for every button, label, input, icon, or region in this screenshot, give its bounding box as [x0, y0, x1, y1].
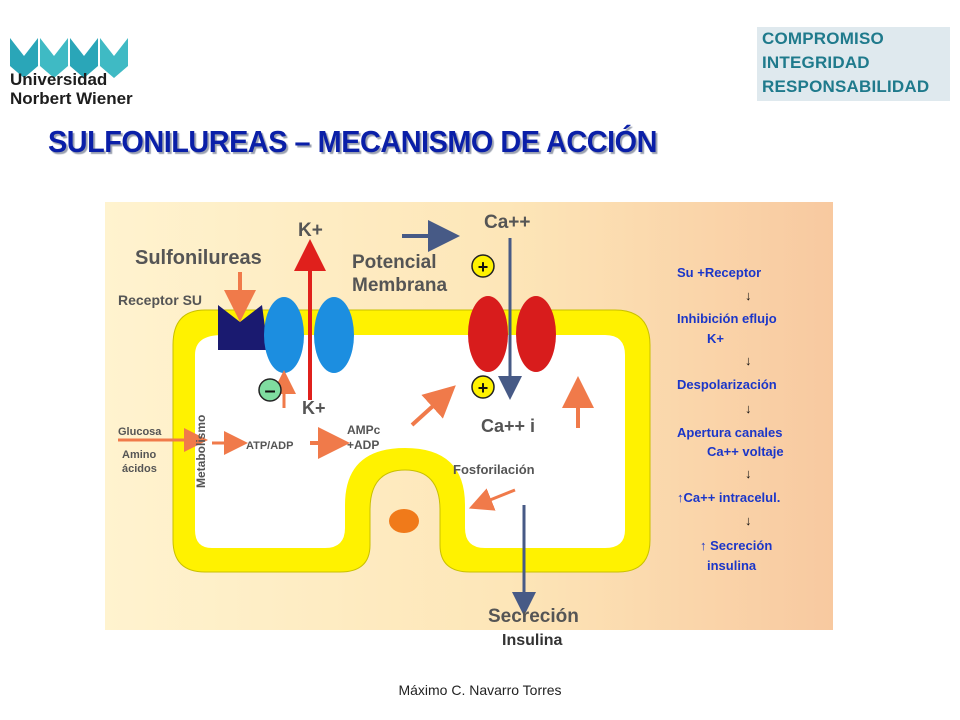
step-1: Su +Receptor: [677, 265, 761, 280]
insulin-granule: [389, 509, 419, 533]
step-5: ↑Ca++ intracelul.: [677, 490, 780, 505]
step-2b: K+: [707, 331, 724, 346]
label-ca-i: Ca++ i: [481, 416, 535, 436]
plus-text-bottom: +: [478, 378, 489, 398]
label-ampc: AMPc: [347, 423, 381, 437]
plus-text-top: +: [478, 257, 489, 277]
step-4b: Ca++ voltaje: [707, 444, 784, 459]
university-logo: [10, 38, 128, 78]
label-receptor: Receptor SU: [118, 292, 202, 308]
ca-channel-left: [468, 296, 508, 372]
label-insulina: Insulina: [502, 632, 563, 649]
diagonal-arrow: [410, 385, 456, 427]
label-atp: ATP/ADP: [246, 440, 293, 452]
values-box: COMPROMISO INTEGRIDAD RESPONSABILIDAD: [757, 27, 950, 101]
step-arrow-5: ↓: [745, 513, 752, 528]
label-sulfonilureas: Sulfonilureas: [135, 247, 262, 269]
step-arrow-1: ↓: [745, 288, 752, 303]
step-6b: insulina: [707, 558, 757, 573]
ca-channel-right: [516, 296, 556, 372]
label-acidos: ácidos: [122, 463, 157, 475]
page-title: SULFONILUREAS – MECANISMO DE ACCIÓN: [48, 124, 657, 159]
footer-author: Máximo C. Navarro Torres: [398, 682, 562, 698]
label-k-top: K+: [298, 220, 323, 241]
logo-line-1: Universidad: [10, 70, 108, 89]
plus-sign-bottom: [471, 375, 495, 399]
value-2: INTEGRIDAD: [762, 53, 870, 72]
label-ca-top: Ca++: [484, 212, 530, 233]
label-secrecion: Secreción: [488, 606, 579, 627]
k-channel-right: [314, 297, 354, 373]
step-4: Apertura canales: [677, 425, 783, 440]
label-glucosa: Glucosa: [118, 426, 162, 438]
step-arrow-4: ↓: [745, 466, 752, 481]
step-arrow-2: ↓: [745, 353, 752, 368]
value-3: RESPONSABILIDAD: [762, 77, 930, 96]
phosphorylation-arrow: [468, 488, 516, 511]
plus-sign-top: [471, 254, 495, 278]
k-channel-left: [264, 297, 304, 373]
label-adp: +ADP: [347, 438, 379, 452]
label-amino: Amino: [122, 449, 157, 461]
step-arrow-3: ↓: [745, 401, 752, 416]
label-k-inner: K+: [302, 398, 326, 418]
minus-text: –: [264, 380, 275, 402]
label-membrana: Membrana: [352, 275, 447, 296]
step-2: Inhibición eflujo: [677, 311, 777, 326]
steps-list: Su +Receptor ↓ Inhibición eflujo K+ ↓ De…: [677, 265, 784, 573]
minus-sign: [258, 378, 282, 402]
step-6: ↑ Secreción: [700, 538, 772, 553]
step-3: Despolarización: [677, 377, 777, 392]
logo-text: Universidad Norbert Wiener: [10, 70, 133, 108]
logo-line-2: Norbert Wiener: [10, 89, 133, 108]
label-metabolismo: Metabolismo: [194, 415, 208, 488]
value-1: COMPROMISO: [762, 29, 884, 48]
label-fosforilacion: Fosforilación: [453, 462, 535, 477]
label-potencial: Potencial: [352, 252, 436, 273]
